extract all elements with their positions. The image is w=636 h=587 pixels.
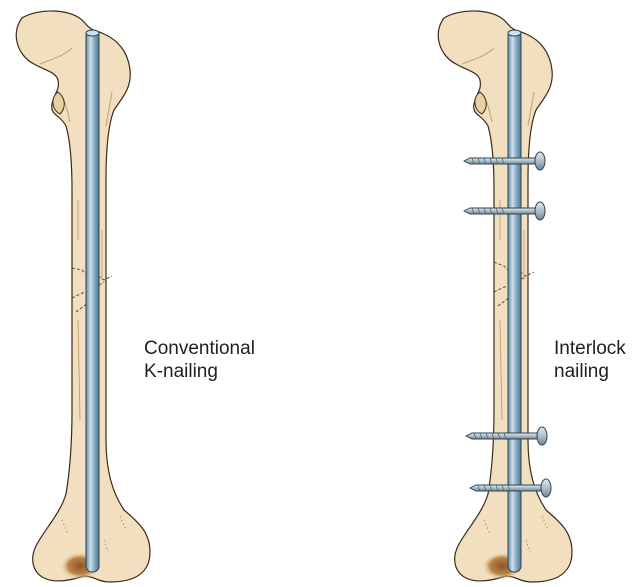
interlock-nail-right-top [508, 30, 521, 36]
femur-right [438, 11, 572, 582]
bone-left [16, 11, 150, 582]
caption-interlock-nailing: Interlock nailing [554, 337, 626, 383]
caption-interlock-line2: nailing [554, 360, 626, 383]
caption-conventional-line2: K-nailing [144, 360, 255, 383]
caption-interlock-line1: Interlock [554, 337, 626, 360]
bone-right [438, 11, 572, 582]
caption-conventional-line1: Conventional [144, 337, 255, 360]
k-nail-left-top [86, 30, 99, 36]
caption-conventional-k-nailing: Conventional K-nailing [144, 337, 255, 383]
femur-left [16, 11, 150, 582]
k-nail-left [86, 30, 99, 572]
